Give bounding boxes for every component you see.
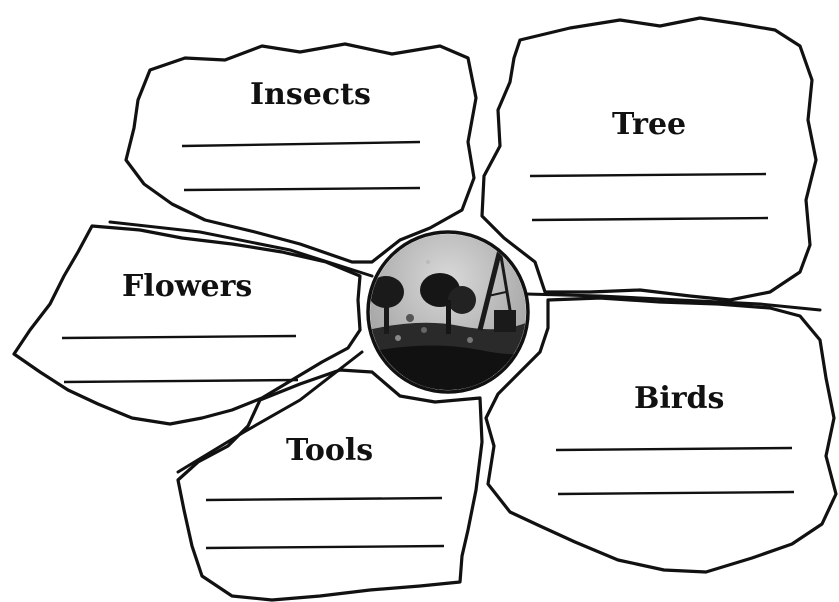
label-flowers: Flowers xyxy=(122,272,252,302)
label-tools: Tools xyxy=(286,436,373,466)
center-photo xyxy=(368,232,528,392)
label-tree: Tree xyxy=(612,110,686,140)
petal-birds xyxy=(486,298,836,572)
label-insects: Insects xyxy=(250,80,371,110)
petal-tree xyxy=(482,18,816,300)
label-birds: Birds xyxy=(634,384,724,414)
